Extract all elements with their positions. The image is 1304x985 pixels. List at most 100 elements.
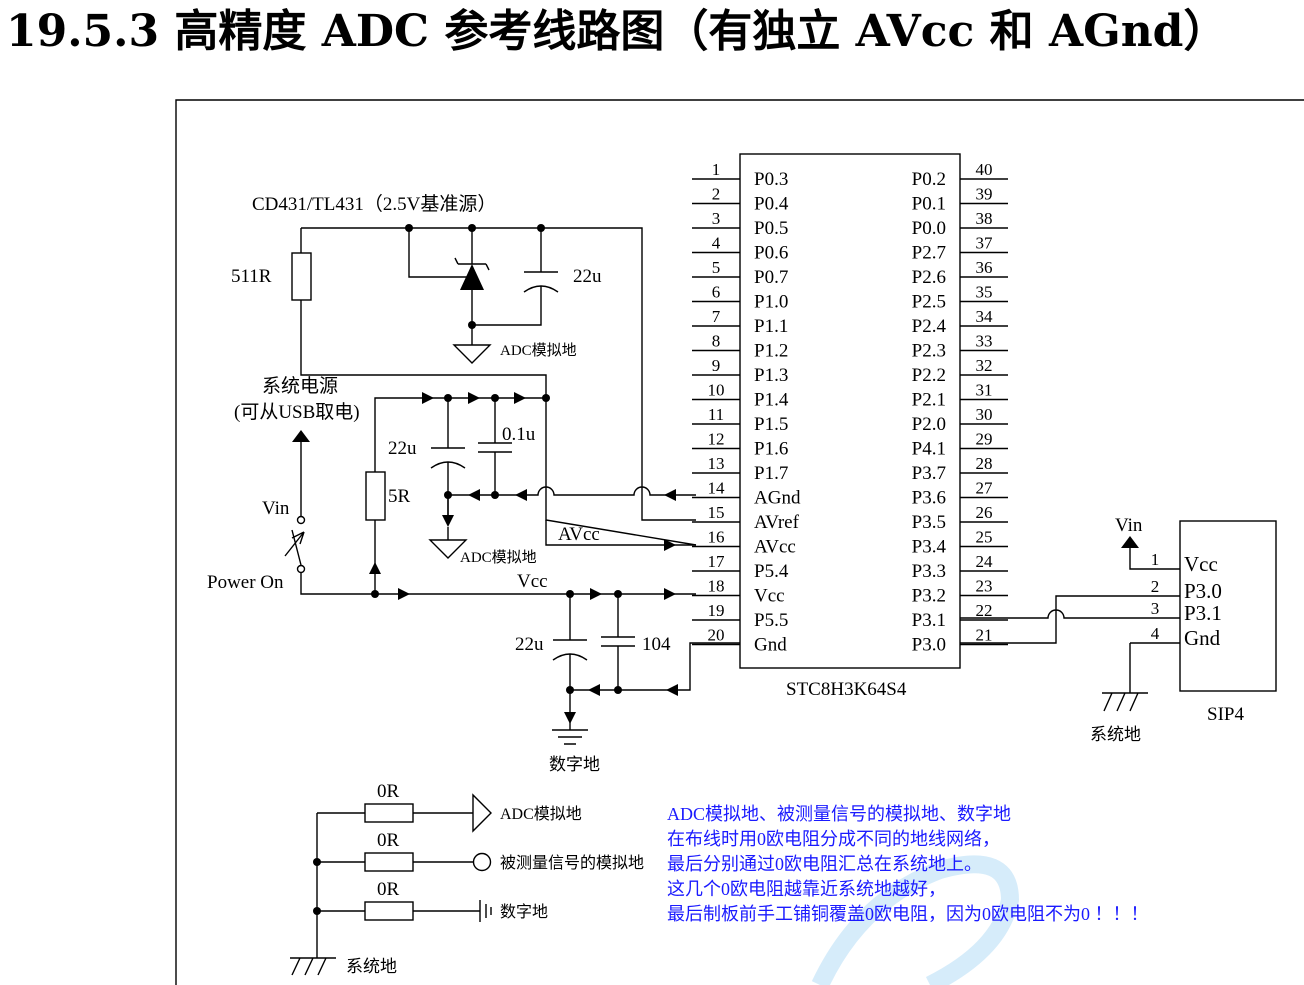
chip-pin-label: P3.6 [912, 488, 946, 509]
resistor-511r-label: 511R [231, 266, 272, 287]
chip-pin-number: 13 [708, 454, 725, 473]
legend-label-1: ADC模拟地 [500, 805, 582, 823]
chip-pin-number: 38 [976, 209, 993, 228]
legend-res-2: 0R [377, 830, 400, 851]
chip-pin-number: 21 [976, 626, 993, 645]
chip-pin-label: P1.3 [754, 365, 788, 386]
legend-system-ground: 系统地 [346, 957, 397, 976]
chip-pin-number: 16 [708, 528, 725, 547]
sip4-name: SIP4 [1207, 704, 1244, 725]
tl431-diode [460, 264, 484, 290]
chip-pin-label: P5.4 [754, 561, 789, 582]
sip4-pin-number: 1 [1151, 550, 1160, 569]
chip-pin-number: 3 [712, 209, 721, 228]
chip-pin-number: 26 [976, 503, 993, 522]
chip-pin-label: P3.0 [912, 635, 946, 656]
chip-pin-number: 28 [976, 454, 993, 473]
chip-pin-number: 24 [976, 552, 994, 571]
uart-wires [960, 595, 1180, 693]
chip-pin-number: 19 [708, 601, 725, 620]
chip-pin-number: 36 [976, 258, 993, 277]
note-line-3: 最后分别通过0欧电阻汇总在系统地上。 [667, 854, 982, 874]
chip-pin-label: P5.5 [754, 610, 788, 631]
chip-pin-label: P1.0 [754, 292, 788, 313]
power-on-label: Power On [207, 572, 284, 593]
cap-01u-label: 0.1u [502, 424, 536, 445]
chip-pin-number: 4 [712, 234, 721, 253]
cap-22u-avcc-label: 22u [388, 438, 417, 459]
chip-pin-number: 40 [976, 160, 993, 179]
chip-pin-number: 33 [976, 332, 993, 351]
sip4-pin-label: P3.0 [1184, 579, 1222, 603]
chip-pin-number: 5 [712, 258, 721, 277]
resistor-5r-label: 5R [388, 486, 411, 507]
chip-pin-label: P3.2 [912, 586, 946, 607]
chip-pin-label: P2.2 [912, 365, 946, 386]
reference-top-wire [301, 227, 696, 521]
sip4-vin-label: Vin [1115, 515, 1143, 536]
chip-pin-number: 9 [712, 356, 721, 375]
note-line-2: 在布线时用0欧电阻分成不同的地线网络， [667, 829, 1000, 849]
chip-pin-number: 18 [708, 577, 725, 596]
tl431-wire [408, 228, 473, 325]
legend-label-2: 被测量信号的模拟地 [500, 854, 644, 872]
adc-ground-symbol-1 [452, 340, 492, 364]
chip-body [739, 153, 961, 669]
chip-pin-number: 20 [708, 626, 725, 645]
reference-title: CD431/TL431（2.5V基准源） [252, 193, 496, 215]
chip-pin-label: P2.3 [912, 341, 946, 362]
reference-left-wire [300, 228, 547, 398]
notes: ADC模拟地、被测量信号的模拟地、数字地 在布线时用0欧电阻分成不同的地线网络，… [667, 804, 1149, 924]
cap-104 [601, 594, 635, 690]
power-switch [284, 529, 305, 566]
system-ground-symbol-1 [1102, 692, 1148, 712]
chip-pin-label: P3.7 [912, 463, 946, 484]
chip-pin-label: Vcc [754, 586, 785, 607]
chip-pin-label: P0.0 [912, 218, 946, 239]
watermark-logo [811, 855, 1020, 985]
chip-pin-label: P1.5 [754, 414, 788, 435]
chip-pin-label: P2.1 [912, 390, 946, 411]
chip-pin-label: P3.1 [912, 610, 946, 631]
chip-name: STC8H3K64S4 [786, 679, 907, 700]
system-power-label: 系统电源 [262, 375, 338, 397]
chip-pin-label: P0.7 [754, 267, 788, 288]
chip-pin-label: P1.1 [754, 316, 788, 337]
chip-pin-label: P3.5 [912, 512, 946, 533]
chip-pin-number: 32 [976, 356, 993, 375]
chip-pin-number: 12 [708, 430, 725, 449]
cap-22u-vcc-label: 22u [515, 634, 544, 655]
sip4-pin-label: Gnd [1184, 626, 1221, 650]
chip-pin-number: 15 [708, 503, 725, 522]
chip-pin-label: P1.7 [754, 463, 788, 484]
agnd-wire [448, 486, 696, 496]
sip4-pin-label: Vcc [1184, 552, 1218, 576]
adc-ground-label-1: ADC模拟地 [500, 342, 577, 359]
vin-arrow [292, 430, 310, 442]
chip-pin-number: 6 [712, 283, 721, 302]
chip-pin-label: P1.2 [754, 341, 788, 362]
sip4-body [1179, 520, 1277, 692]
chip-pin-number: 30 [976, 405, 993, 424]
chip-pin-number: 11 [708, 405, 724, 424]
resistor-5r [365, 471, 386, 521]
chip-pin-label: P2.6 [912, 267, 946, 288]
vin-label: Vin [262, 498, 290, 519]
sip4-pin-number: 3 [1151, 599, 1160, 618]
chip-pin-number: 39 [976, 185, 993, 204]
digital-ground-label: 数字地 [549, 755, 600, 774]
vcc-main-wire [300, 573, 696, 595]
chip-pin-number: 29 [976, 430, 993, 449]
cap-22u-ref [471, 228, 559, 340]
chip-pin-label: P2.4 [912, 316, 947, 337]
sip4-pin-number: 2 [1151, 577, 1160, 596]
chip-pin-label: P0.5 [754, 218, 788, 239]
chip-pin-number: 35 [976, 283, 993, 302]
legend-res-1: 0R [377, 781, 400, 802]
chip-pin-label: P2.0 [912, 414, 946, 435]
chip-pin-label: P4.1 [912, 439, 946, 460]
chip-pin-number: 34 [976, 307, 994, 326]
chip-pin-number: 14 [708, 479, 726, 498]
